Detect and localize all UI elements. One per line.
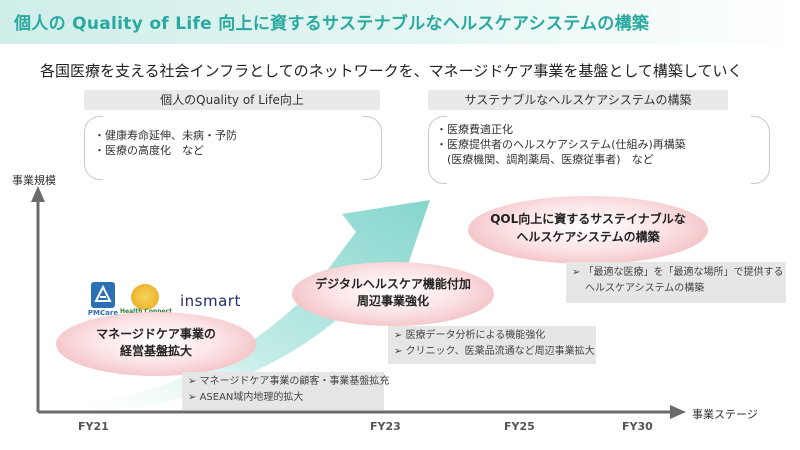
right-bullet: (医療機関、調剤薬局、医療従事者) など	[436, 153, 654, 166]
pmcare-logo: PMCare	[86, 282, 120, 320]
left-panel-bullets: ・健康寿命延伸、未病・予防 ・医療の高度化 など	[94, 128, 237, 158]
growth-arrow	[70, 200, 430, 412]
insmart-logo: insmart	[180, 292, 241, 310]
stage-title: QOL向上に資するサステイナブルな ヘルスケアシステムの構築	[490, 212, 686, 244]
right-panel-bullets: ・医療費適正化 ・医療提供者のヘルスケアシステム(仕組み)再構築 (医療機関、調…	[436, 122, 686, 167]
stage-detail-box: ➢ マネージドケア事業の顧客・事業基盤拡充 ➢ ASEAN域内地理的拡大	[182, 372, 390, 410]
right-panel-brace	[428, 115, 770, 185]
y-axis-label: 事業規模	[12, 174, 56, 187]
title-bar	[0, 0, 800, 44]
x-axis-label: 事業ステージ	[692, 408, 758, 421]
stage-detail: ➢ 医療データ分析による機能強化	[394, 330, 546, 341]
stage-detail: ➢ マネージドケア事業の顧客・事業基盤拡充	[188, 376, 390, 387]
pmcare-logo-text: PMCare	[87, 309, 119, 317]
x-tick-label: FY23	[370, 420, 401, 433]
stage-detail: ➢ クリニック、医薬品流通など周辺事業拡大	[394, 346, 595, 357]
page-title: 個人の Quality of Life 向上に資するサステナブルなヘルスケアシス…	[14, 14, 650, 34]
health-connect-logo: Health Connect	[120, 284, 172, 318]
stage-detail-box: ➢ 「最適な医療」を「最適な場所」で提供する ヘルスケアシステムの構築	[566, 262, 786, 303]
stage-ellipse	[468, 196, 708, 264]
x-tick-label: FY25	[504, 420, 535, 433]
right-bullet: ・医療提供者のヘルスケアシステム(仕組み)再構築	[436, 138, 686, 151]
y-axis-arrowhead	[31, 186, 45, 202]
left-bullet: ・医療の高度化 など	[94, 144, 204, 157]
stage-detail: ➢ ASEAN域内地理的拡大	[188, 392, 304, 403]
health-connect-logo-text: Health Connect	[120, 308, 172, 315]
x-tick-label: FY21	[78, 420, 109, 433]
left-panel-brace	[84, 115, 382, 181]
left-panel-header: 個人のQuality of Life向上	[84, 90, 380, 110]
left-bullet: ・健康寿命延伸、未病・予防	[94, 129, 237, 142]
stage-title: デジタルヘルスケア機能付加 周辺事業強化	[315, 277, 471, 308]
stage-detail: ➢ 「最適な医療」を「最適な場所」で提供する	[572, 267, 784, 278]
x-tick-label: FY30	[622, 420, 653, 433]
right-bullet: ・医療費適正化	[436, 123, 513, 136]
stage-ellipse	[292, 262, 494, 326]
stage-detail-box: ➢ 医療データ分析による機能強化 ➢ クリニック、医薬品流通など周辺事業拡大	[388, 326, 596, 364]
x-axis-arrowhead	[670, 405, 686, 419]
right-panel-header: サステナブルなヘルスケアシステムの構築	[428, 90, 728, 110]
stage-ellipse	[56, 312, 256, 376]
stage-detail: ヘルスケアシステムの構築	[585, 283, 705, 294]
stage-title: マネージドケア事業の 経営基盤拡大	[96, 327, 216, 358]
page-subtitle: 各国医療を支える社会インフラとしてのネットワークを、マネージドケア事業を基盤とし…	[40, 62, 743, 80]
